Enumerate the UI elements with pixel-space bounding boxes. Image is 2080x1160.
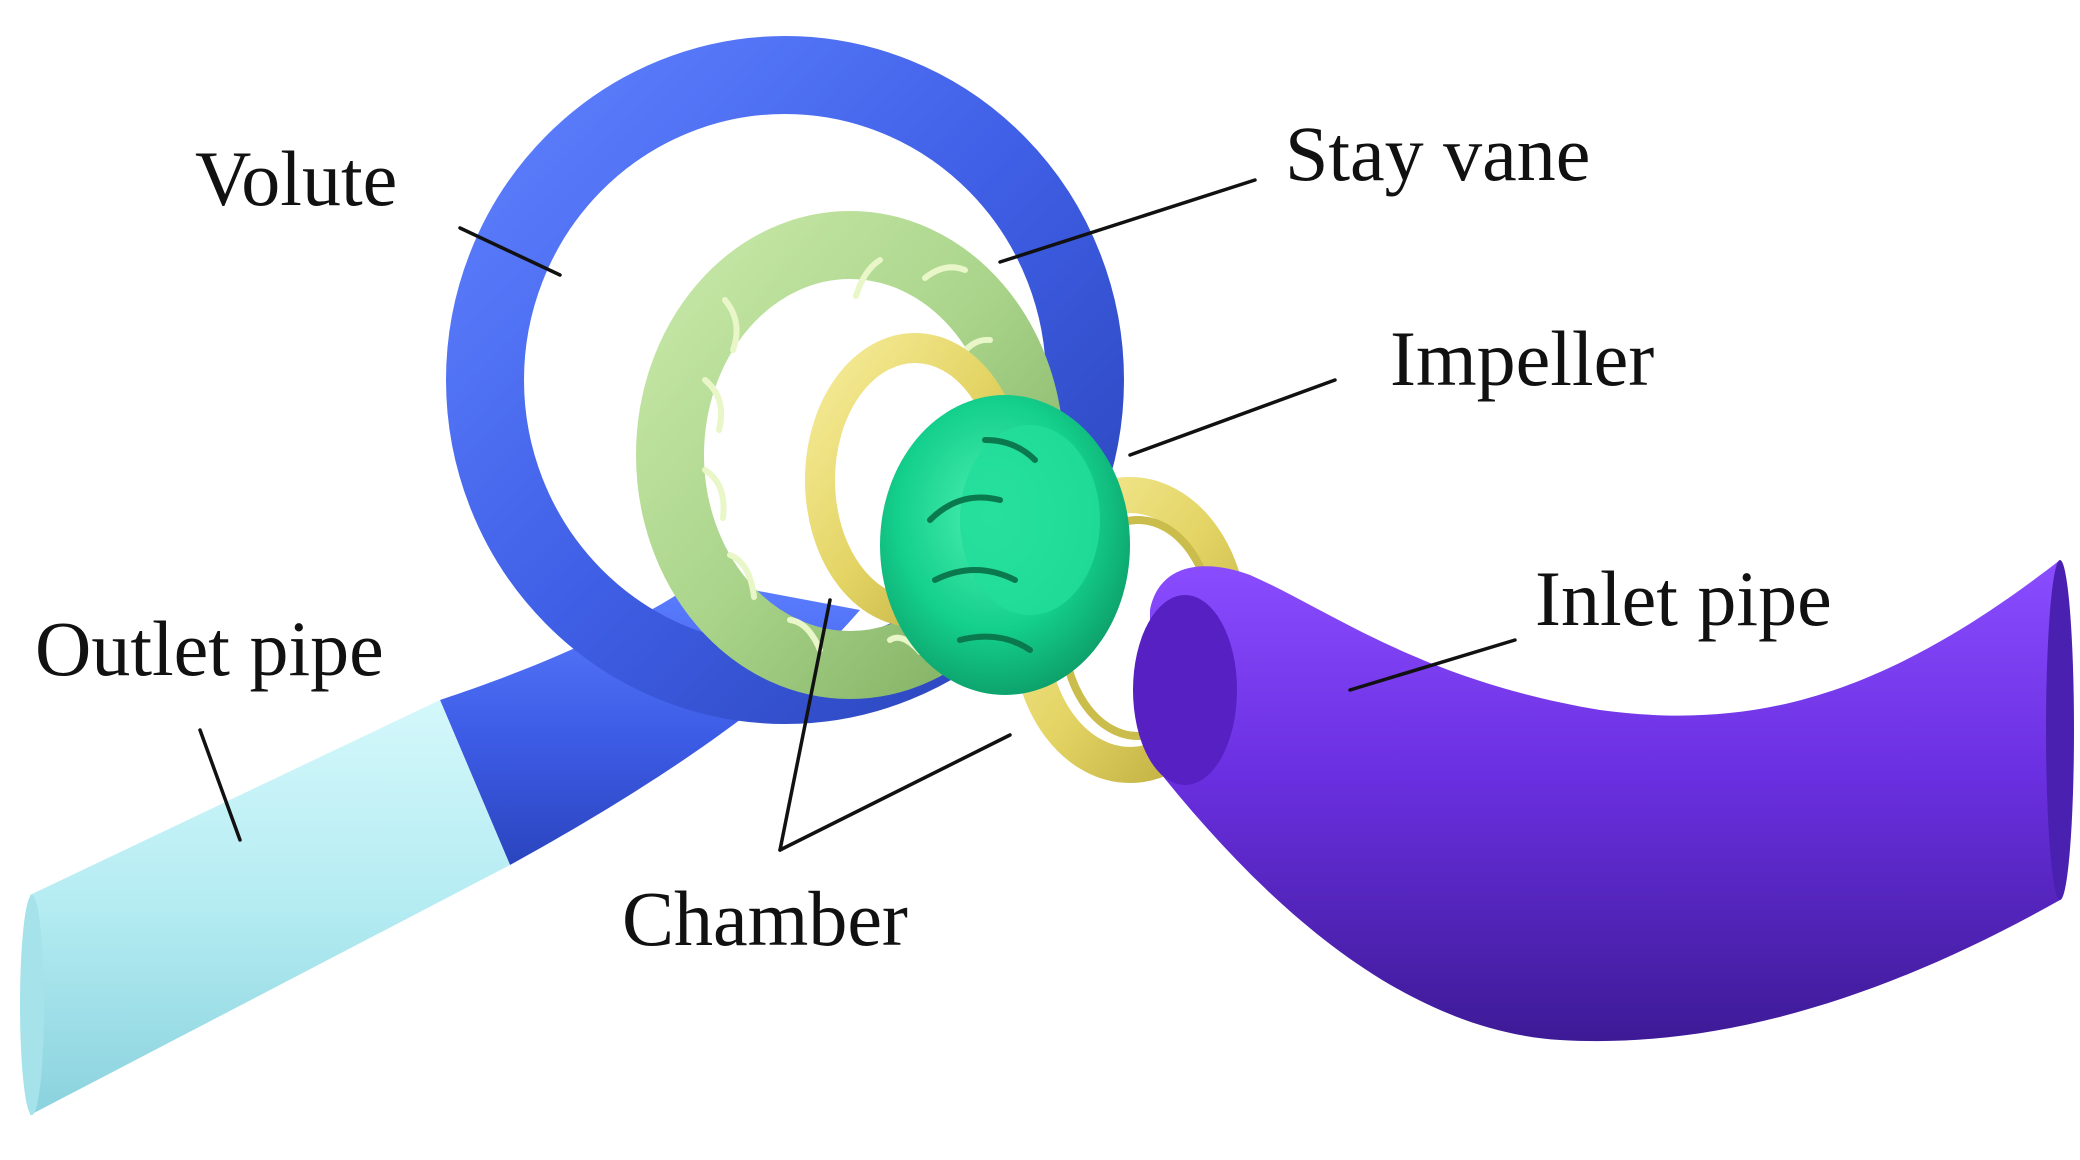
impeller-leader (1128, 378, 1337, 457)
inlet-pipe-end-cap (2046, 560, 2074, 900)
volute-label: Volute (195, 135, 397, 222)
chamber-leader-left (778, 598, 832, 852)
outlet-pipe-light-section (30, 700, 510, 1115)
chamber-label: Chamber (622, 875, 908, 962)
outlet-pipe-leader (198, 728, 242, 842)
inlet-pipe-opening (1133, 595, 1237, 785)
inlet-pipe-label: Inlet pipe (1535, 555, 1832, 642)
inlet-pipe-leader (1348, 638, 1517, 692)
chamber-leader-right (778, 733, 1012, 852)
stay-vane-leader (998, 178, 1257, 264)
outlet-pipe-label: Outlet pipe (35, 605, 384, 692)
outlet-pipe-end-cap (20, 895, 44, 1115)
impeller-label: Impeller (1390, 315, 1654, 402)
impeller-blades (927, 437, 1038, 653)
volute-leader (458, 226, 562, 277)
stay-vane-label: Stay vane (1285, 110, 1590, 197)
impeller-front-face (960, 425, 1100, 615)
